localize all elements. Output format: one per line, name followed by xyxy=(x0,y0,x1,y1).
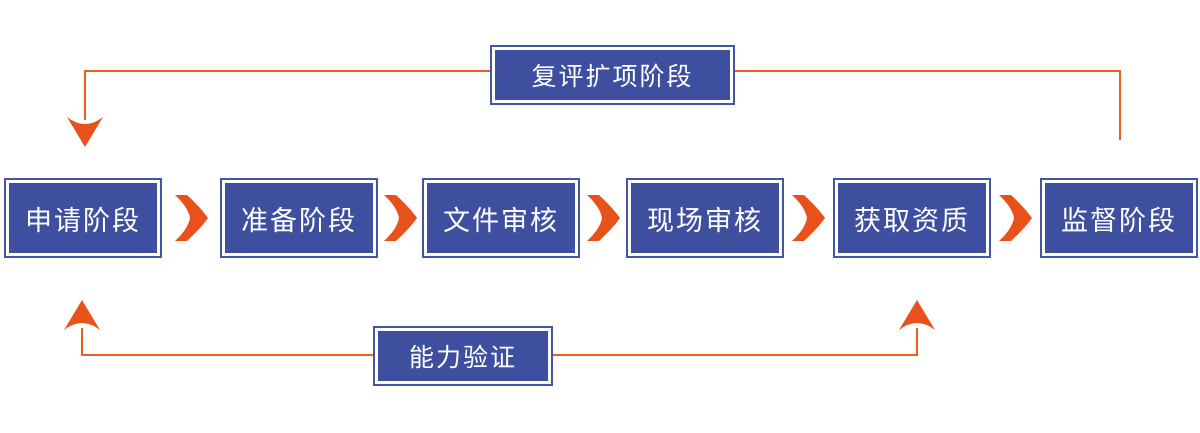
arrow-down-icon xyxy=(67,117,103,147)
node-supervision-stage: 监督阶段 xyxy=(1040,178,1198,258)
node-label: 监督阶段 xyxy=(1045,183,1193,253)
flow-arrow-right-icon xyxy=(792,195,825,241)
feedback-bottom-line-left-vertical xyxy=(81,328,83,355)
node-reassessment-expansion-stage: 复评扩项阶段 xyxy=(490,45,735,105)
arrow-up-icon xyxy=(899,300,935,330)
node-label: 文件审核 xyxy=(427,183,575,253)
flow-arrow-right-icon xyxy=(999,195,1032,241)
node-label: 申请阶段 xyxy=(9,183,157,253)
node-label: 复评扩项阶段 xyxy=(495,50,730,100)
feedback-top-line-right-vertical xyxy=(1119,70,1121,140)
node-obtain-qualification: 获取资质 xyxy=(833,178,991,258)
node-application-stage: 申请阶段 xyxy=(4,178,162,258)
flow-arrow-right-icon xyxy=(175,195,208,241)
flow-arrow-right-icon xyxy=(587,195,620,241)
node-preparation-stage: 准备阶段 xyxy=(220,178,378,258)
feedback-bottom-line-right-vertical xyxy=(916,328,918,355)
node-label: 能力验证 xyxy=(378,331,548,381)
node-proficiency-testing: 能力验证 xyxy=(373,326,553,386)
node-label: 准备阶段 xyxy=(225,183,373,253)
node-label: 获取资质 xyxy=(838,183,986,253)
node-onsite-review: 现场审核 xyxy=(626,178,784,258)
node-label: 现场审核 xyxy=(631,183,779,253)
feedback-top-line-left-vertical xyxy=(84,70,86,120)
arrow-up-icon xyxy=(64,300,100,330)
flow-arrow-right-icon xyxy=(384,195,417,241)
node-document-review: 文件审核 xyxy=(422,178,580,258)
